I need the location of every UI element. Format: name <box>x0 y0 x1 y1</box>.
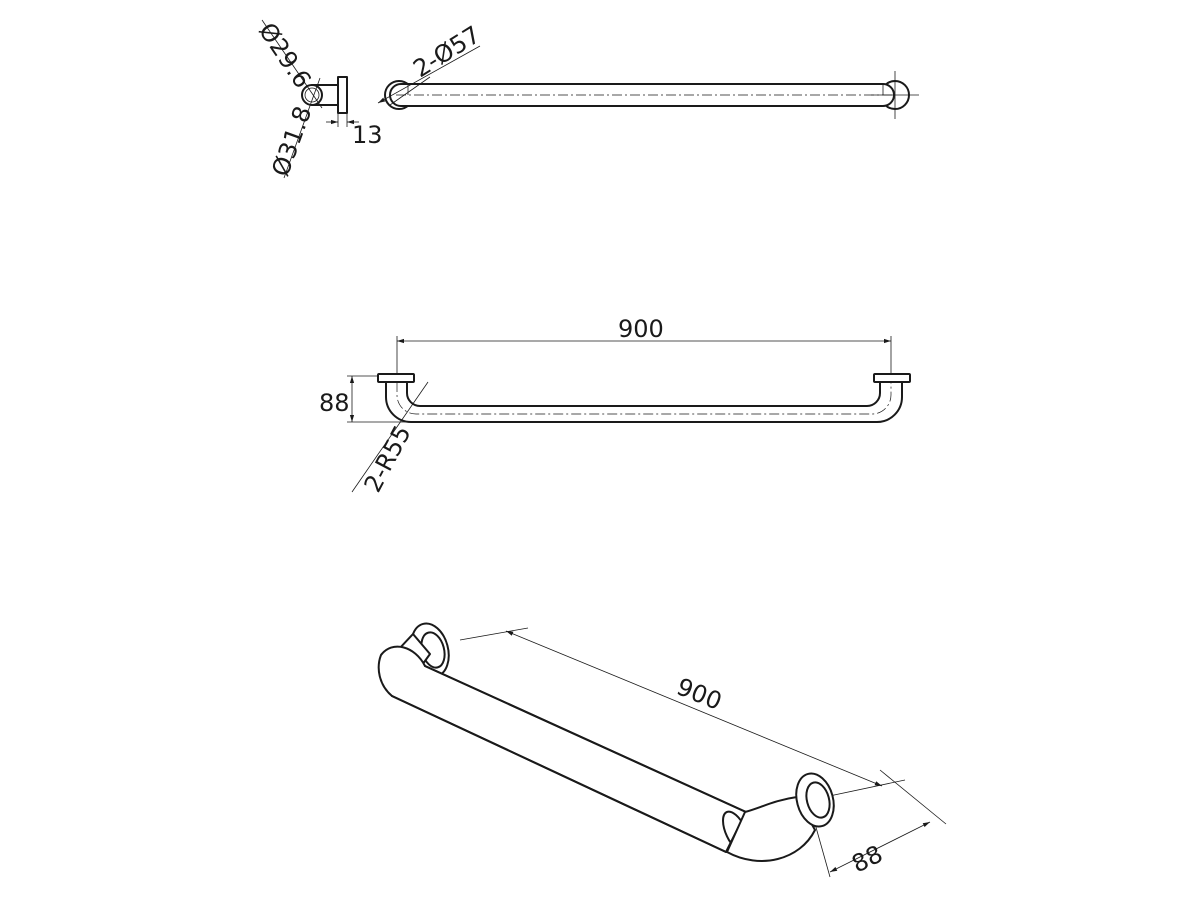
top-view: Ø29.6 Ø31.8 13 2-Ø57 <box>253 18 919 180</box>
dim-front-length: 900 <box>618 315 664 343</box>
dim-tube-inner-diameter: Ø29.6 <box>253 18 317 94</box>
dim-iso-depth: 88 <box>847 840 887 879</box>
dim-flange-diameter: 2-Ø57 <box>408 20 485 83</box>
side-view-profile <box>261 19 359 179</box>
dim-tube-outer-diameter: Ø31.8 <box>266 103 317 181</box>
dim-front-height: 88 <box>319 389 350 417</box>
isometric-view <box>377 622 947 878</box>
top-view-bar <box>377 45 919 119</box>
front-view <box>347 336 911 493</box>
dim-bend-radius: 2-R55 <box>359 421 417 497</box>
dim-iso-length: 900 <box>673 673 726 716</box>
dim-flange-thickness: 13 <box>352 121 383 149</box>
